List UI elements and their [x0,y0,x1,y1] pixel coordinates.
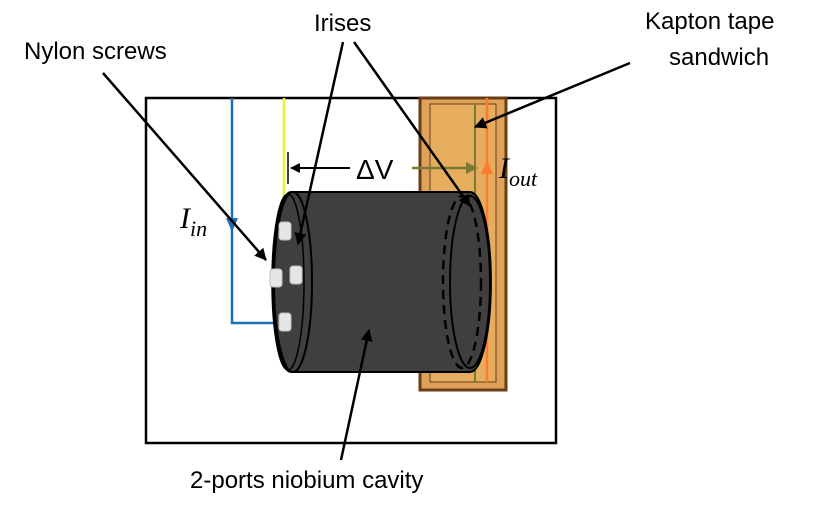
irises-pointer-1 [294,41,345,245]
nylon-screws-label: Nylon screws [24,38,167,65]
irises-pointer-2 [352,41,472,207]
current-in-label: Iin [179,202,207,241]
current-in-symbol: I [179,202,192,235]
cavity-label: 2-ports niobium cavity [190,467,423,494]
input-wire [230,98,290,325]
cavity-pointer [339,329,373,461]
irises-label: Irises [314,10,371,37]
screw-icon [269,221,303,332]
kapton-pointer [474,61,631,129]
current-in-subscript: in [190,216,207,241]
current-out-label: Iout [498,152,538,191]
nylon-screws-pointer [102,72,267,261]
delta-v-label: ΔV [356,154,394,185]
current-out-subscript: out [509,166,538,191]
kapton-label-line1: Kapton tape [645,8,774,35]
current-out-symbol: I [498,152,511,185]
kapton-label-line2: sandwich [669,44,769,71]
